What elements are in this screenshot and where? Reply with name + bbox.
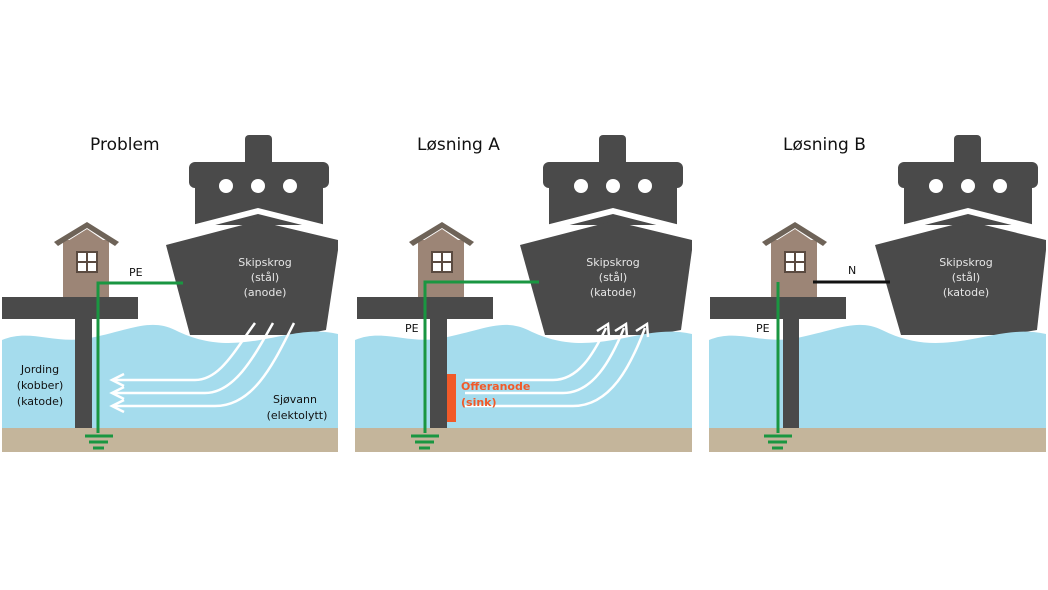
house-gable	[418, 229, 464, 244]
ship-hull	[520, 221, 692, 335]
seawater-label-line-1: Sjøvann	[273, 393, 317, 406]
ground-symbol-icon	[764, 434, 792, 450]
anode-label-line-2: (sink)	[461, 396, 497, 409]
arrow-head-icon	[109, 398, 125, 414]
ship-funnel	[954, 135, 981, 170]
dock-deck	[2, 297, 138, 319]
hull-label-line-2: (stål)	[251, 271, 279, 284]
house-gable	[63, 229, 109, 244]
deck-gap	[542, 208, 684, 232]
seabed	[709, 428, 1046, 452]
house	[409, 222, 474, 297]
ship-superstructure	[188, 135, 330, 232]
panel-problem: Problem Skipskrog (stål) (anode)	[2, 135, 338, 452]
current-arrow	[465, 327, 608, 382]
hull-label-line-3: (katode)	[590, 286, 636, 299]
house	[54, 222, 119, 297]
dock-post	[430, 318, 447, 428]
house-roof	[54, 222, 119, 246]
arrow-head-icon	[614, 321, 629, 338]
porthole	[283, 179, 297, 193]
arrow-head-icon	[109, 372, 125, 388]
porthole	[929, 179, 943, 193]
hull-label-line-1: Skipskrog	[238, 256, 292, 269]
ship-superstructure	[897, 135, 1039, 232]
dock-post	[783, 318, 799, 428]
seabed	[355, 428, 692, 452]
current-arrow	[465, 327, 647, 408]
seawater	[709, 324, 1046, 428]
seawater-label-line-2: (elektolytt)	[267, 409, 328, 422]
pe-wire	[96, 281, 183, 433]
pe-label: PE	[756, 322, 770, 335]
current-arrows	[465, 321, 650, 408]
hull-label-line-1: Skipskrog	[939, 256, 993, 269]
porthole	[219, 179, 233, 193]
deck-gap	[897, 208, 1039, 232]
current-arrow	[112, 322, 275, 395]
hull-label-line-2: (stål)	[599, 271, 627, 284]
anode-label-line-1: Offeranode	[461, 380, 530, 393]
grounding-label-line-2: (kobber)	[17, 379, 64, 392]
grounding-label-line-1: Jording	[20, 363, 59, 376]
house	[762, 222, 827, 297]
porthole	[574, 179, 588, 193]
seabed	[2, 428, 338, 452]
ship-superstructure	[542, 135, 684, 232]
seawater	[355, 324, 692, 428]
panel-title: Løsning A	[417, 135, 500, 155]
hull-label-line-3: (katode)	[943, 286, 989, 299]
porthole	[993, 179, 1007, 193]
current-arrows	[109, 322, 296, 414]
ship-funnel	[245, 135, 272, 170]
panel-losning-b: Løsning B Skipskrog (stål) (katode)	[709, 135, 1046, 452]
porthole	[606, 179, 620, 193]
n-label: N	[848, 264, 856, 277]
ground-symbol-icon	[411, 434, 439, 450]
arrow-head-icon	[109, 385, 125, 401]
porthole	[251, 179, 265, 193]
hull-label-line-3: (anode)	[244, 286, 287, 299]
panel-losning-a: Løsning A Skipskrog (stål) (katode)	[355, 135, 692, 452]
deck-gap	[188, 208, 330, 232]
ship-hull	[875, 221, 1046, 335]
house-gable	[771, 229, 817, 244]
hull-label-line-2: (stål)	[952, 271, 980, 284]
hull-label-line-1: Skipskrog	[586, 256, 640, 269]
arrow-head-icon	[635, 321, 650, 338]
grounding-label-line-3: (katode)	[17, 395, 63, 408]
ship-funnel	[599, 135, 626, 170]
pe-wire	[423, 280, 539, 433]
porthole	[961, 179, 975, 193]
panel-title: Problem	[90, 135, 160, 155]
panel-title: Løsning B	[783, 135, 866, 155]
sacrificial-anode	[447, 374, 456, 422]
pe-label: PE	[405, 322, 419, 335]
house-roof	[409, 222, 474, 246]
dock-post	[75, 318, 92, 428]
current-arrow	[112, 322, 296, 408]
porthole	[638, 179, 652, 193]
current-arrow	[465, 327, 626, 395]
arrow-head-icon	[596, 321, 611, 338]
current-arrow	[112, 322, 257, 382]
ground-symbol-icon	[85, 434, 113, 450]
house-roof	[762, 222, 827, 246]
ship-hull	[166, 221, 338, 335]
pe-label: PE	[129, 266, 143, 279]
